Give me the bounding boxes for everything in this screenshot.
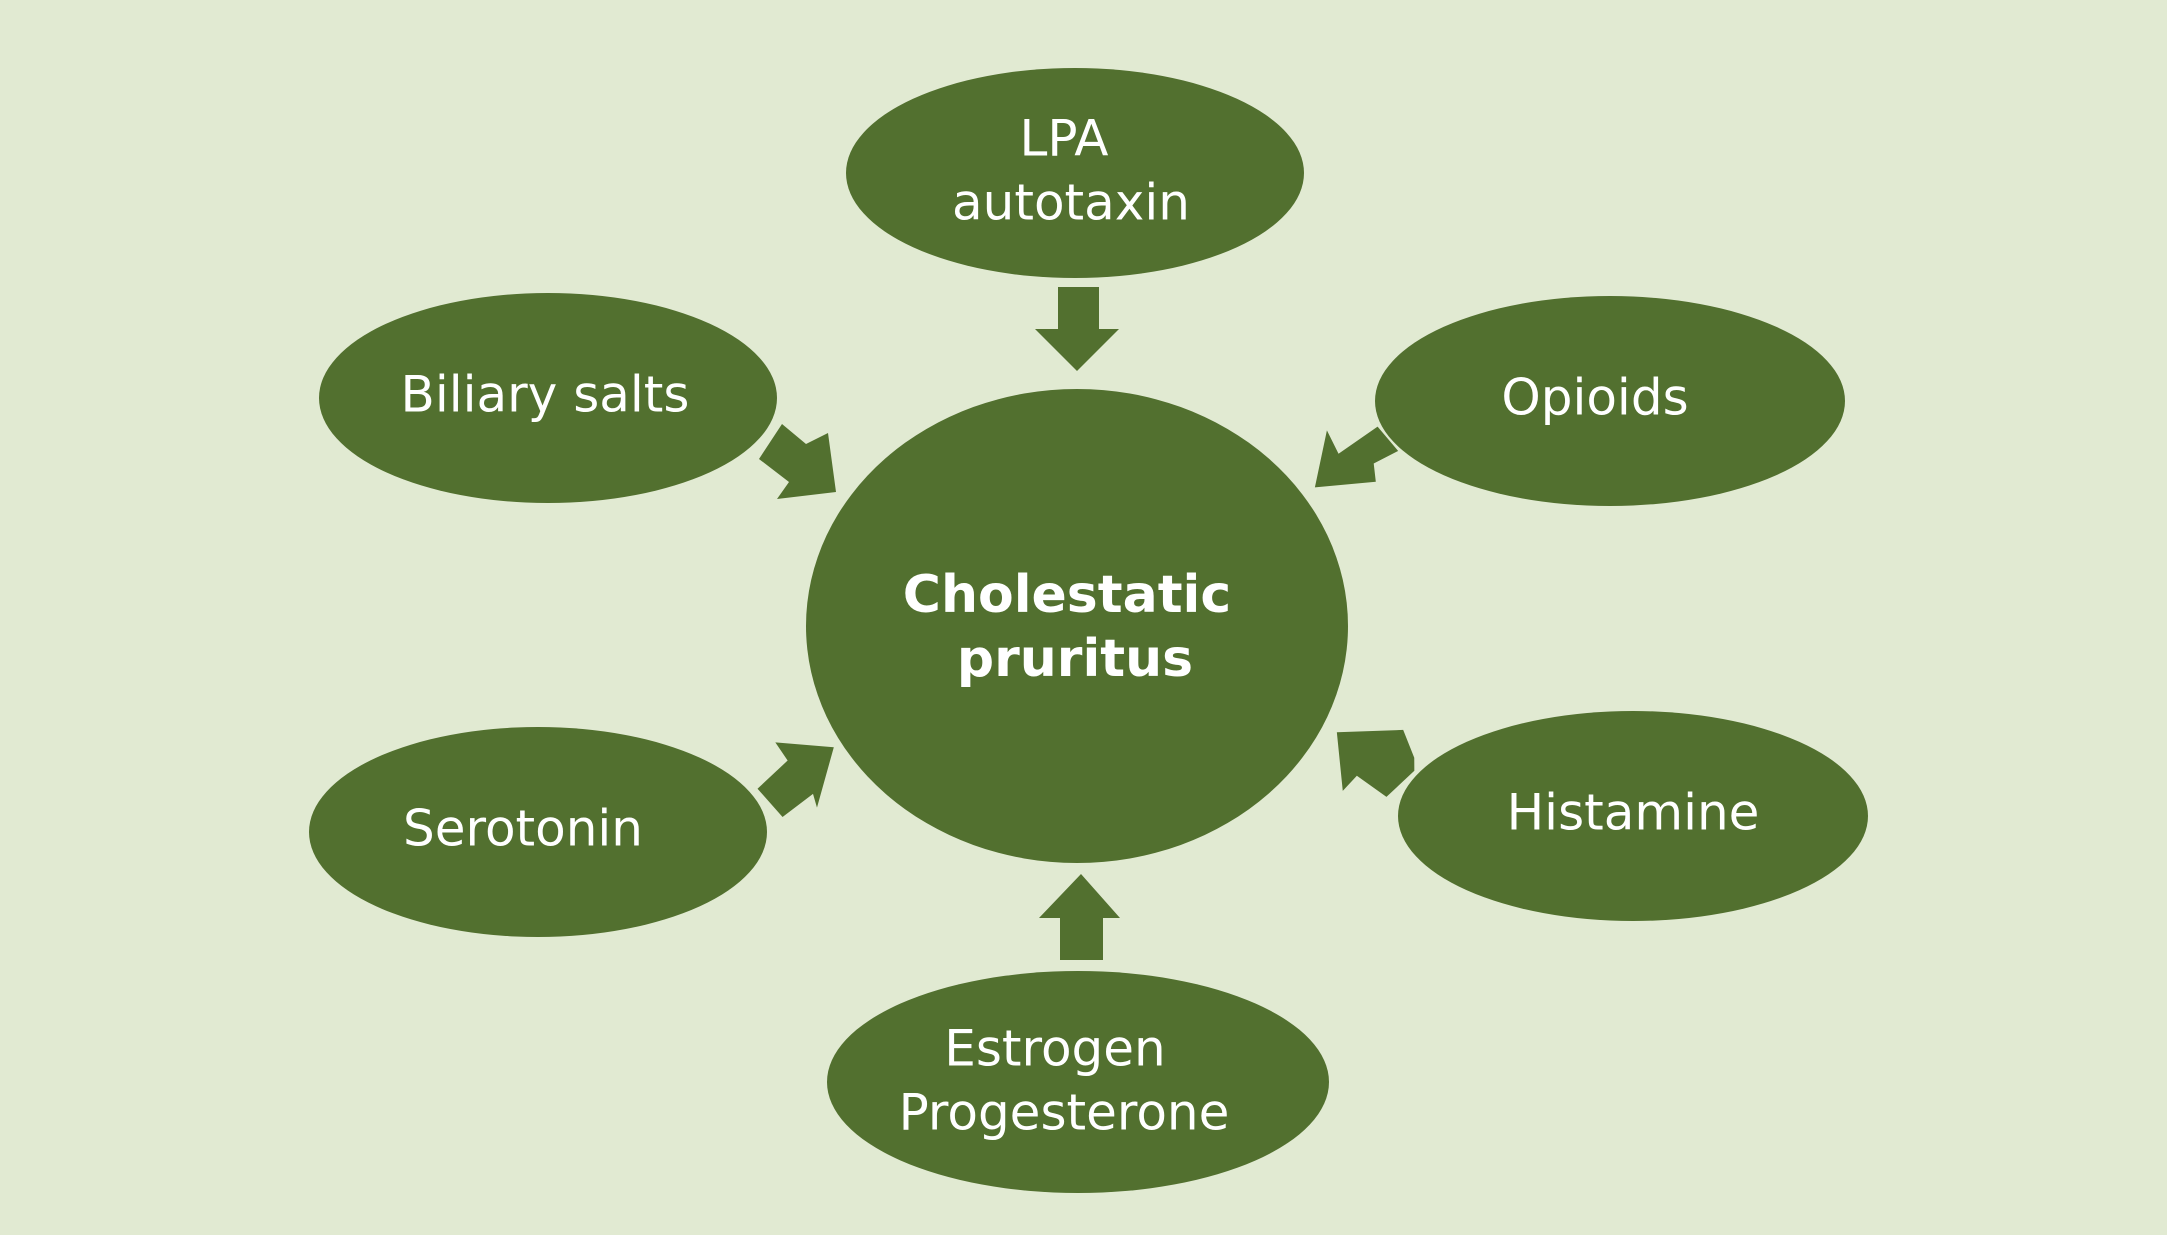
- center-node-label-line2: pruritus: [957, 629, 1193, 689]
- arrow-biliary-to-center: [759, 424, 836, 499]
- node-serotonin-shape: [309, 727, 767, 937]
- node-estrogen-progesterone: Estrogen Progesterone: [827, 971, 1329, 1193]
- node-lpa-shape: [846, 68, 1304, 278]
- center-node-shape: [806, 389, 1348, 863]
- node-lpa-label-line2: autotaxin: [952, 174, 1190, 232]
- node-opioids-label: Opioids: [1501, 369, 1688, 427]
- node-biliary-label: Biliary salts: [401, 366, 690, 424]
- node-biliary-salts: Biliary salts: [319, 293, 777, 503]
- arrow-opioids-to-center: [1314, 426, 1399, 488]
- node-estrogen-label-line2: Progesterone: [899, 1084, 1230, 1142]
- node-opioids-shape: [1375, 296, 1845, 506]
- node-serotonin-label: Serotonin: [403, 800, 643, 858]
- node-opioids: Opioids: [1375, 296, 1845, 506]
- node-estrogen-label-line1: Estrogen: [944, 1020, 1165, 1078]
- arrow-serotonin-to-center: [757, 742, 834, 818]
- node-histamine: Histamine: [1398, 711, 1868, 921]
- center-node: Cholestatic pruritus: [806, 389, 1348, 863]
- arrow-histamine-to-center: [1336, 729, 1415, 797]
- node-lpa-autotaxin: LPA autotaxin: [846, 68, 1304, 278]
- node-biliary-shape: [319, 293, 777, 503]
- arrow-lpa-to-center: [1035, 287, 1119, 371]
- node-serotonin: Serotonin: [309, 727, 767, 937]
- node-estrogen-shape: [827, 971, 1329, 1193]
- arrow-estrogen-to-center: [1039, 874, 1120, 960]
- node-lpa-label-line1: LPA: [1019, 110, 1108, 168]
- node-histamine-label: Histamine: [1507, 784, 1760, 842]
- center-node-label-line1: Cholestatic: [903, 565, 1231, 625]
- node-histamine-shape: [1398, 711, 1868, 921]
